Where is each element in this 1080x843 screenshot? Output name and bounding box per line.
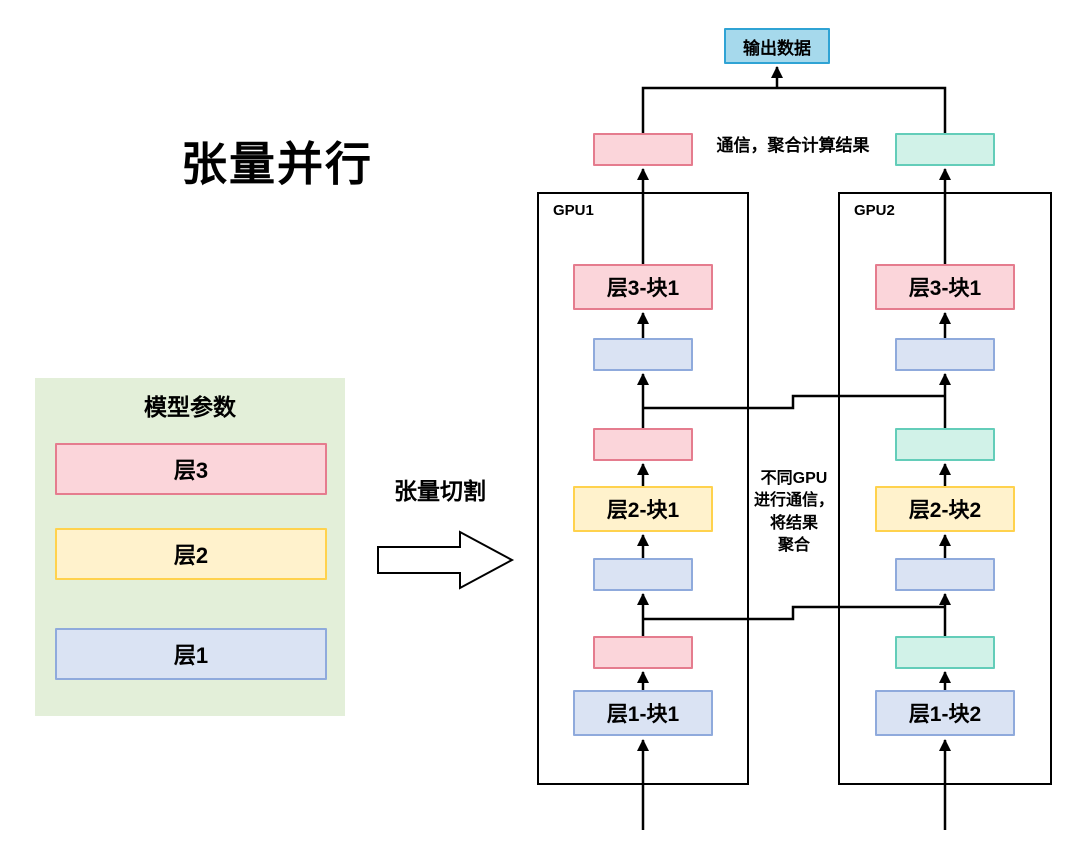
gpu1-box: GPU1 xyxy=(537,192,749,785)
allreduce-bus-lower xyxy=(643,605,945,621)
gpu1-partial-box-lower xyxy=(593,636,693,669)
gpu2-layer1-block: 层1-块2 xyxy=(875,690,1015,736)
output-merge-line xyxy=(641,86,947,133)
gpu2-label: GPU2 xyxy=(854,202,895,219)
top-aggregation-annotation: 通信，聚合计算结果 xyxy=(716,136,870,155)
gpu1-aggregated-box-lower xyxy=(593,558,693,591)
output-data-box: 输出数据 xyxy=(724,28,830,64)
gpu1-aggregated-box-upper xyxy=(593,338,693,371)
allreduce-bus-upper xyxy=(643,394,945,410)
model-layer2-label: 层2 xyxy=(173,543,209,568)
tensor-split-label: 张量切割 xyxy=(394,478,486,504)
annotation-line-4: 聚合 xyxy=(777,537,810,555)
tensor-split-arrow xyxy=(377,530,515,590)
gpu1-layer3-block: 层3-块1 xyxy=(573,264,713,310)
model-layer1-box: 层1 xyxy=(55,628,327,680)
gpu2-layer3-block: 层3-块1 xyxy=(875,264,1015,310)
output-data-label: 输出数据 xyxy=(743,38,811,58)
gpu1-final-partial-box xyxy=(593,133,693,166)
gpu2-box: GPU2 xyxy=(838,192,1052,785)
gpu2-partial-box-upper xyxy=(895,428,995,461)
gpu1-layer3-label: 层3-块1 xyxy=(606,277,680,300)
model-layer1-label: 层1 xyxy=(173,643,209,668)
gpu1-layer2-block: 层2-块1 xyxy=(573,486,713,532)
annotation-line-3: 将结果 xyxy=(769,514,818,532)
annotation-line-1: 不同GPU xyxy=(760,470,828,487)
gpu1-layer1-block: 层1-块1 xyxy=(573,690,713,736)
gpu-communication-annotation: 不同GPU 进行通信， 将结果 聚合 xyxy=(749,468,839,558)
model-params-title: 模型参数 xyxy=(144,394,236,420)
model-layer2-box: 层2 xyxy=(55,528,327,580)
gpu1-layer2-label: 层2-块1 xyxy=(606,499,680,522)
model-layer3-label: 层3 xyxy=(173,458,209,483)
gpu1-label: GPU1 xyxy=(553,202,594,219)
gpu1-partial-box-upper xyxy=(593,428,693,461)
diagram-title: 张量并行 xyxy=(181,138,373,190)
gpu2-final-partial-box xyxy=(895,133,995,166)
gpu1-layer1-label: 层1-块1 xyxy=(606,703,680,726)
gpu2-aggregated-box-upper xyxy=(895,338,995,371)
annotation-line-2: 进行通信， xyxy=(753,492,834,510)
model-layer3-box: 层3 xyxy=(55,443,327,495)
gpu2-layer1-label: 层1-块2 xyxy=(908,703,982,726)
gpu2-layer3-label: 层3-块1 xyxy=(908,277,982,300)
gpu2-layer2-block: 层2-块2 xyxy=(875,486,1015,532)
gpu2-aggregated-box-lower xyxy=(895,558,995,591)
gpu2-layer2-label: 层2-块2 xyxy=(908,499,982,522)
gpu2-partial-box-lower xyxy=(895,636,995,669)
